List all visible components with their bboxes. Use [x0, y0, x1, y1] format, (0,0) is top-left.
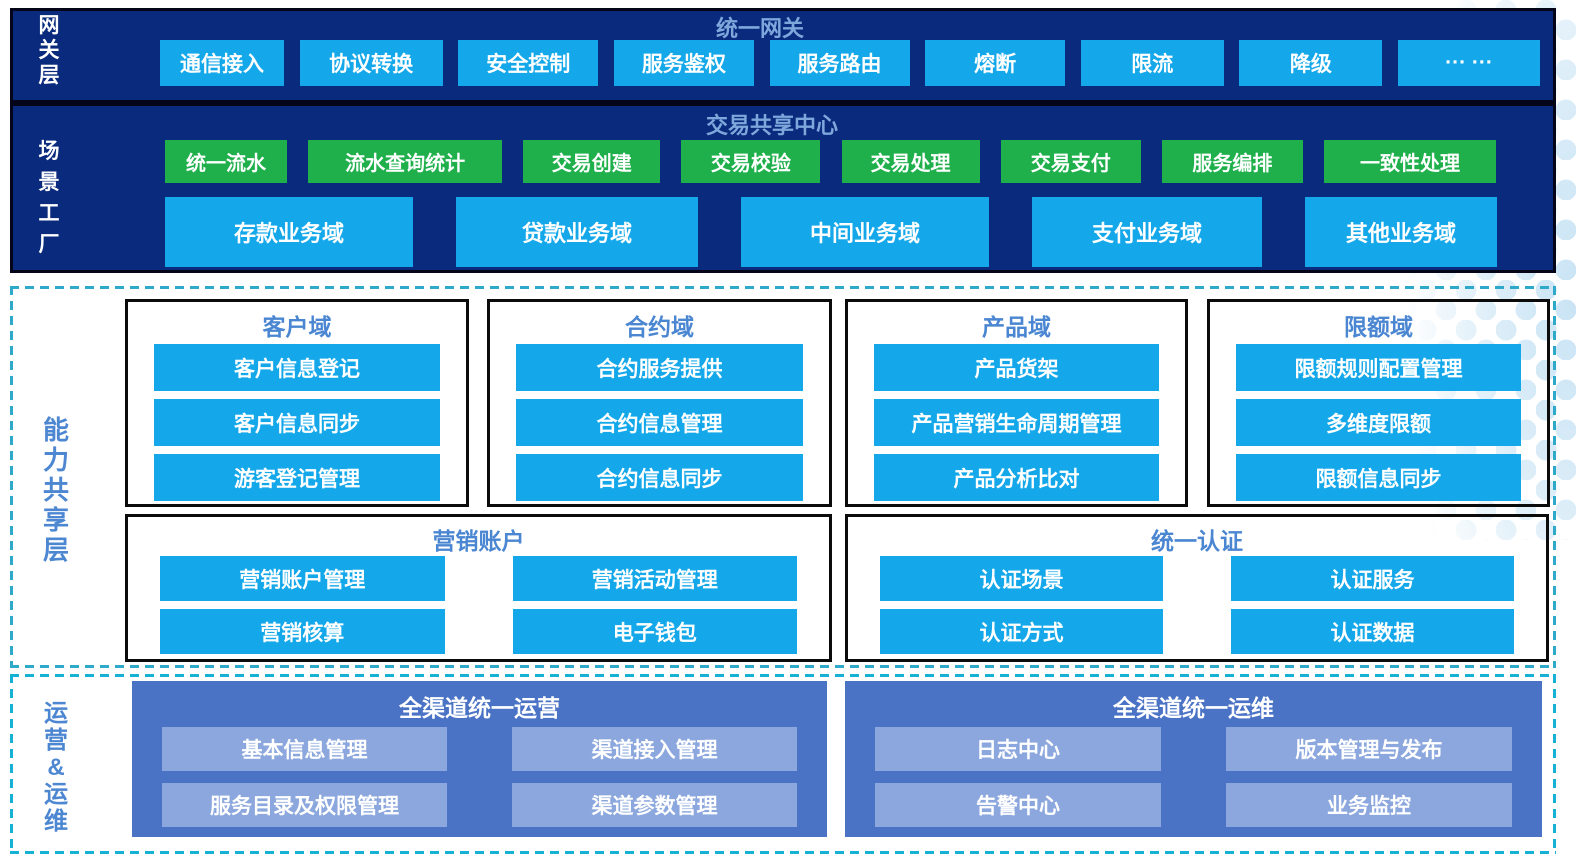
- shared-item[interactable]: 交易处理: [841, 140, 980, 183]
- operations-item[interactable]: 渠道接入管理: [512, 727, 797, 771]
- gateway-item[interactable]: 协议转换: [299, 40, 443, 86]
- operations-item[interactable]: 渠道参数管理: [512, 783, 797, 827]
- capability-item[interactable]: 合约服务提供: [516, 344, 803, 391]
- gateway-title: 统一网关: [715, 16, 804, 41]
- transaction-center-title: 交易共享中心: [705, 113, 838, 138]
- business-domain[interactable]: 中间业务域: [741, 197, 989, 267]
- capability-item[interactable]: 客户信息同步: [154, 399, 440, 446]
- operations-item[interactable]: 业务监控: [1226, 783, 1512, 827]
- capability-item[interactable]: 认证服务: [1231, 556, 1514, 601]
- gateway-item[interactable]: 服务路由: [769, 40, 910, 86]
- customer-domain-box: 客户域 客户信息登记 客户信息同步 游客登记管理: [125, 299, 469, 507]
- business-domain-row: 存款业务域 贷款业务域 中间业务域 支付业务域 其他业务域: [165, 197, 1497, 267]
- business-domain[interactable]: 贷款业务域: [456, 197, 698, 267]
- shared-item[interactable]: 一致性处理: [1323, 140, 1496, 183]
- capability-item[interactable]: 认证场景: [880, 556, 1163, 601]
- shared-item[interactable]: 统一流水: [165, 140, 287, 183]
- shared-item[interactable]: 交易支付: [1000, 140, 1141, 183]
- capability-item[interactable]: 营销账户管理: [160, 556, 445, 601]
- operations-item[interactable]: 日志中心: [875, 727, 1161, 771]
- contract-domain-box: 合约域 合约服务提供 合约信息管理 合约信息同步: [487, 299, 832, 507]
- marketing-account-title: 营销账户: [432, 528, 525, 554]
- shared-item[interactable]: 交易校验: [681, 140, 821, 183]
- gateway-item[interactable]: 服务鉴权: [613, 40, 754, 86]
- marketing-account-box: 营销账户 营销账户管理 营销活动管理 营销核算 电子钱包: [125, 514, 832, 662]
- gateway-item[interactable]: 熔断: [925, 40, 1066, 86]
- operations-item[interactable]: 基本信息管理: [162, 727, 447, 771]
- dashed-border: [10, 665, 1556, 668]
- product-domain-box: 产品域 产品货架 产品营销生命周期管理 产品分析比对: [845, 299, 1188, 507]
- capability-item[interactable]: 营销活动管理: [512, 556, 797, 601]
- business-domain[interactable]: 其他业务域: [1305, 197, 1497, 267]
- unified-operation-title: 全渠道统一运营: [399, 695, 560, 721]
- transaction-shared-row: 统一流水 流水查询统计 交易创建 交易校验 交易处理 交易支付 服务编排 一致性…: [165, 140, 1496, 183]
- capability-item[interactable]: 产品货架: [874, 344, 1159, 391]
- capability-item[interactable]: 合约信息管理: [516, 399, 803, 446]
- operations-item[interactable]: 版本管理与发布: [1226, 727, 1512, 771]
- dashed-border: [10, 851, 1556, 854]
- capability-item[interactable]: 限额信息同步: [1236, 454, 1521, 501]
- capability-item[interactable]: 多维度限额: [1236, 399, 1521, 446]
- gateway-layer-label: 网关层: [38, 14, 60, 87]
- unified-maintenance-title: 全渠道统一运维: [1113, 695, 1274, 721]
- operations-layer: 运营&运维 全渠道统一运营 基本信息管理 渠道接入管理 服务目录及权限管理 渠道…: [10, 674, 1556, 854]
- capability-item[interactable]: 产品分析比对: [874, 454, 1159, 501]
- capability-item[interactable]: 客户信息登记: [154, 344, 440, 391]
- operations-item[interactable]: 服务目录及权限管理: [162, 783, 447, 827]
- business-domain[interactable]: 存款业务域: [165, 197, 413, 267]
- unified-auth-title: 统一认证: [1151, 528, 1243, 554]
- gateway-item[interactable]: 通信接入: [160, 40, 284, 86]
- quota-domain-box: 限额域 限额规则配置管理 多维度限额 限额信息同步: [1207, 299, 1550, 507]
- unified-auth-box: 统一认证 认证场景 认证服务 认证方式 认证数据: [845, 514, 1549, 662]
- dashed-border: [10, 286, 1556, 289]
- gateway-layer: 网关层 统一网关 通信接入 协议转换 安全控制 服务鉴权 服务路由 熔断 限流 …: [10, 8, 1556, 103]
- capability-item[interactable]: 游客登记管理: [154, 454, 440, 501]
- unified-maintenance-box: 全渠道统一运维 日志中心 版本管理与发布 告警中心 业务监控: [845, 681, 1542, 837]
- customer-domain-title: 客户域: [262, 314, 332, 340]
- scenario-layer-label: 场景工厂: [38, 140, 60, 256]
- capability-sharing-layer: 能力共享层 客户域 客户信息登记 客户信息同步 游客登记管理 合约域 合约服务提…: [10, 286, 1556, 668]
- dashed-border: [10, 674, 13, 854]
- shared-item[interactable]: 服务编排: [1161, 140, 1303, 183]
- unified-operation-box: 全渠道统一运营 基本信息管理 渠道接入管理 服务目录及权限管理 渠道参数管理: [132, 681, 827, 837]
- gateway-item[interactable]: 安全控制: [458, 40, 599, 86]
- capability-item[interactable]: 合约信息同步: [516, 454, 803, 501]
- business-domain[interactable]: 支付业务域: [1032, 197, 1262, 267]
- operations-item[interactable]: 告警中心: [875, 783, 1161, 827]
- gateway-items-row: 通信接入 协议转换 安全控制 服务鉴权 服务路由 熔断 限流 降级 ··· ··…: [160, 40, 1540, 86]
- dashed-border: [10, 286, 13, 668]
- dashed-border: [1553, 286, 1556, 668]
- capability-layer-label: 能力共享层: [42, 415, 69, 565]
- capability-item[interactable]: 营销核算: [160, 609, 445, 654]
- contract-domain-title: 合约域: [625, 314, 694, 340]
- shared-item[interactable]: 流水查询统计: [308, 140, 503, 183]
- gateway-item[interactable]: 限流: [1080, 40, 1224, 86]
- capability-item[interactable]: 产品营销生命周期管理: [874, 399, 1159, 446]
- gateway-item-more[interactable]: ··· ···: [1398, 40, 1540, 86]
- shared-item[interactable]: 交易创建: [523, 140, 661, 183]
- dashed-border: [1553, 674, 1556, 854]
- capability-item[interactable]: 限额规则配置管理: [1236, 344, 1521, 391]
- capability-item[interactable]: 认证数据: [1231, 609, 1514, 654]
- scenario-factory-layer: 场景工厂 交易共享中心 统一流水 流水查询统计 交易创建 交易校验 交易处理 交…: [10, 103, 1556, 273]
- quota-domain-title: 限额域: [1344, 314, 1413, 340]
- operations-layer-label: 运营&运维: [44, 700, 68, 835]
- capability-item[interactable]: 认证方式: [880, 609, 1163, 654]
- product-domain-title: 产品域: [982, 314, 1051, 340]
- capability-item[interactable]: 电子钱包: [512, 609, 797, 654]
- gateway-item[interactable]: 降级: [1239, 40, 1383, 86]
- dashed-border: [10, 674, 1556, 677]
